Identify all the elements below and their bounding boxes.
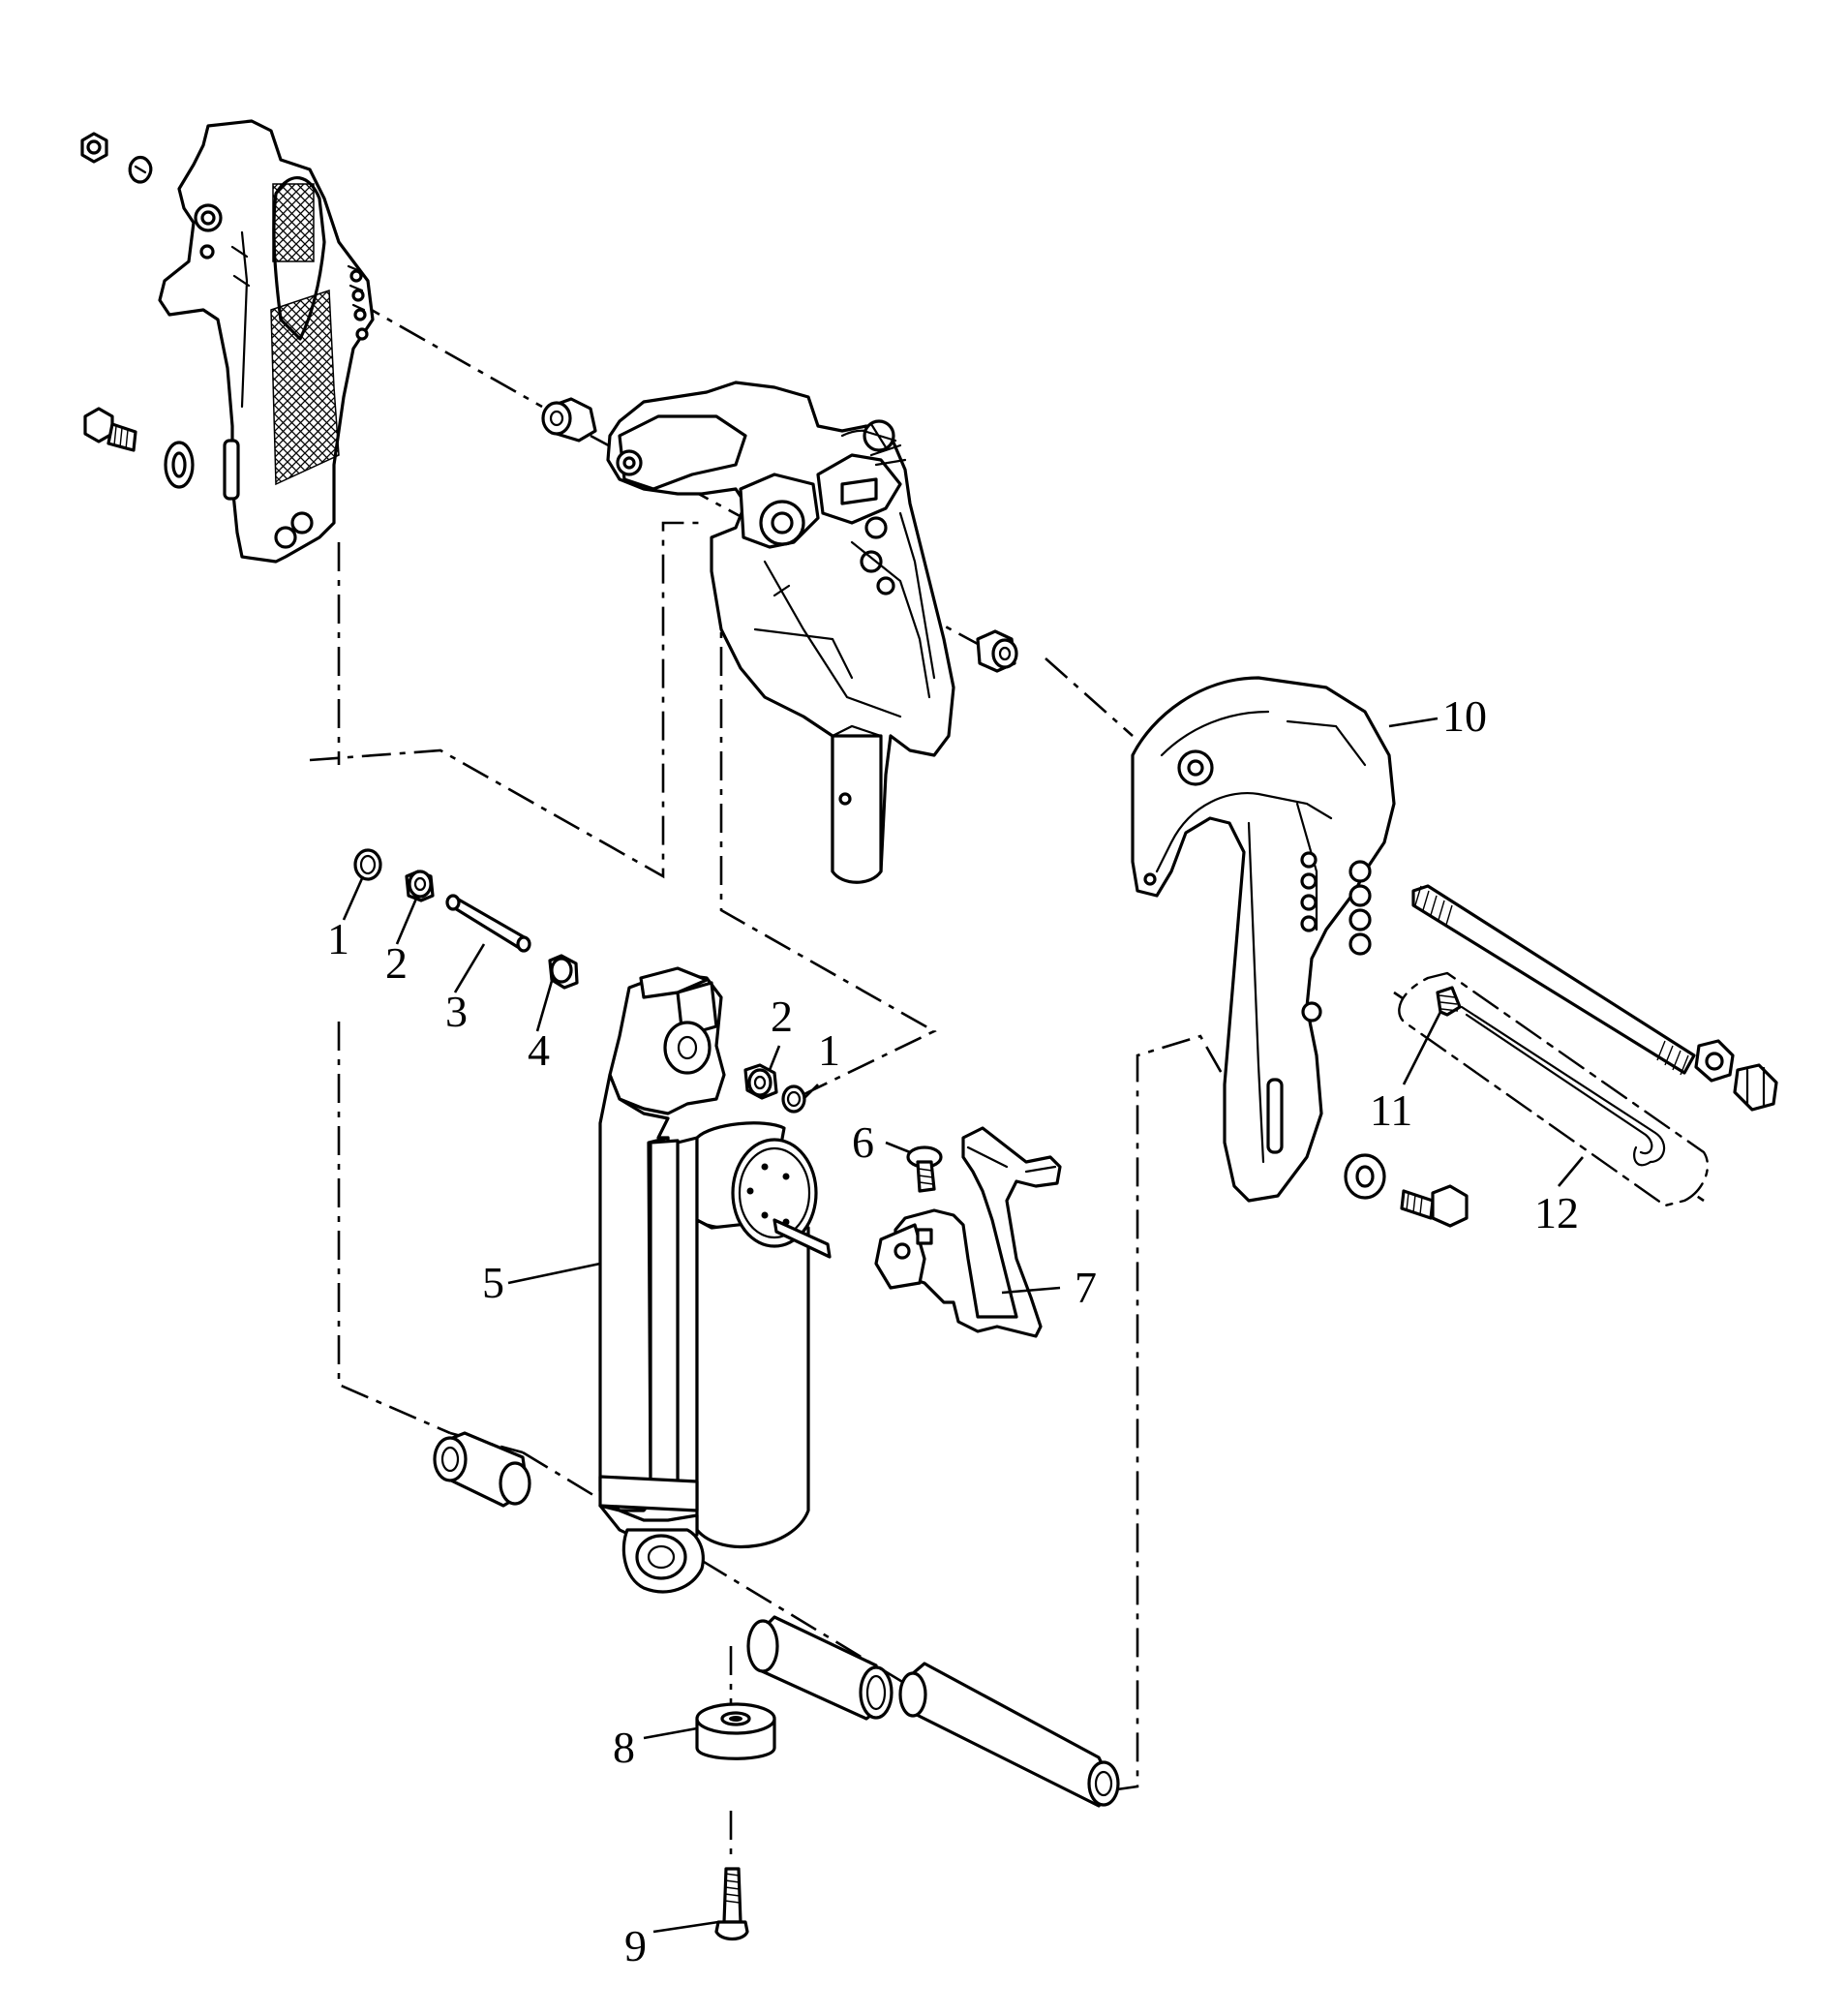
bushing-2-left <box>405 870 435 902</box>
callout-5: 5 <box>482 1258 504 1307</box>
screw-6 <box>906 1145 943 1193</box>
callout-labels: 1 2 3 4 2 1 5 6 7 8 9 10 11 12 <box>327 691 1579 1970</box>
bushing-2-right <box>743 1063 778 1100</box>
lower-tube-middle <box>746 1615 894 1721</box>
callout-2-left: 2 <box>385 938 408 988</box>
callout-2-right: 2 <box>771 992 793 1041</box>
lower-tube-right <box>898 1662 1120 1808</box>
bushing-4 <box>548 954 579 990</box>
tilt-cylinder <box>598 966 832 1594</box>
callout-3: 3 <box>445 987 468 1036</box>
callout-4: 4 <box>528 1025 550 1075</box>
spacer-8 <box>695 1702 776 1760</box>
swivel-bracket <box>606 381 955 884</box>
callout-1-right: 1 <box>818 1025 840 1075</box>
upper-bushing <box>541 397 597 443</box>
callout-9: 9 <box>624 1921 647 1970</box>
right-clamp-bracket <box>1131 676 1396 1203</box>
callout-10: 10 <box>1442 691 1487 741</box>
callout-6: 6 <box>852 1117 874 1167</box>
lower-bushing-left <box>433 1431 531 1508</box>
callout-11: 11 <box>1370 1085 1412 1135</box>
callout-12: 12 <box>1534 1188 1579 1237</box>
leader-lines <box>342 717 1584 1934</box>
spring-pin-assembly <box>1398 971 1710 1207</box>
mid-bushing <box>976 629 1018 673</box>
snap-ring-1-left <box>353 848 382 881</box>
snap-ring-1-right <box>781 1084 806 1114</box>
lower-right-bolt <box>1344 1153 1469 1228</box>
callout-8: 8 <box>613 1723 635 1772</box>
callout-7: 7 <box>1075 1263 1097 1312</box>
threaded-stud <box>1411 884 1778 1112</box>
left-clamp-bracket <box>158 119 375 564</box>
pin-3 <box>445 894 531 953</box>
left-bolt <box>83 407 195 489</box>
top-left-nut <box>80 132 153 184</box>
callout-1-left: 1 <box>327 914 349 963</box>
screw-9 <box>714 1867 749 1941</box>
clip-7 <box>874 1126 1062 1338</box>
